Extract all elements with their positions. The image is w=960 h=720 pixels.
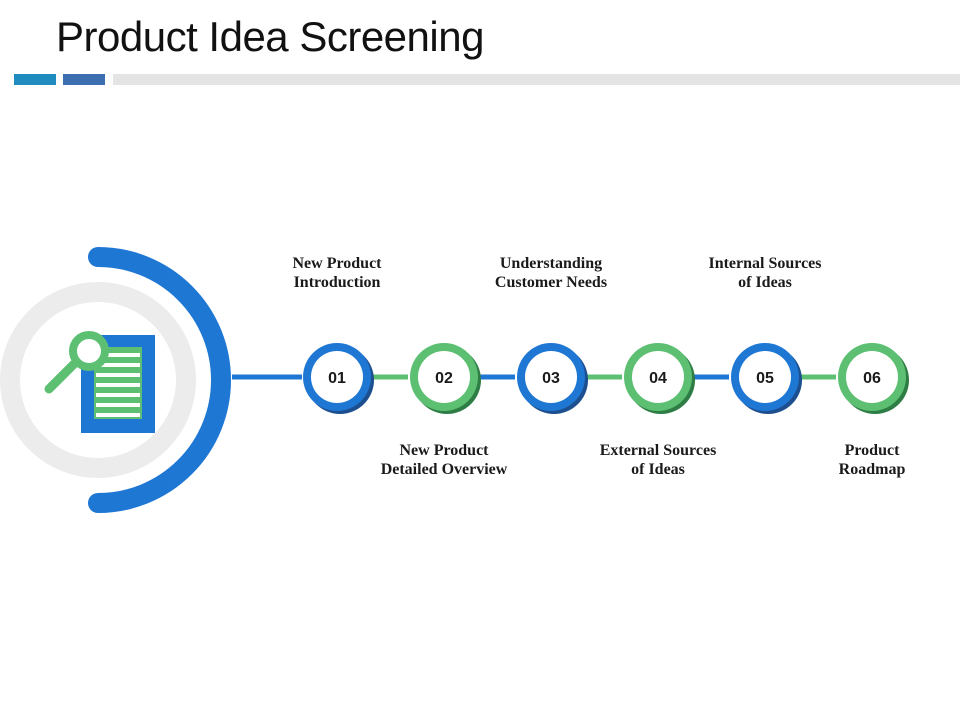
step-label-line: External Sources	[599, 442, 717, 459]
step-node-03: 03	[517, 343, 588, 414]
accent-bar-gray	[113, 74, 960, 85]
accent-bar-teal	[14, 74, 56, 85]
step-label-05: Internal Sources of Ideas	[680, 254, 850, 292]
step-node-05: 05	[731, 343, 802, 414]
step-node-02: 02	[410, 343, 481, 414]
step-node-01: 01	[303, 343, 374, 414]
step-label-line: Customer Needs	[494, 274, 608, 291]
step-number: 06	[863, 370, 881, 387]
step-label-line: Internal Sources	[708, 255, 822, 272]
step-number: 05	[756, 370, 774, 387]
step-label-line: of Ideas	[738, 274, 792, 291]
step-node-center	[418, 351, 470, 403]
step-label-line: Roadmap	[838, 461, 906, 478]
step-node-center	[632, 351, 684, 403]
magnifier-document-icon	[44, 331, 155, 433]
step-label-line: Detailed Overview	[380, 461, 508, 478]
step-node-06: 06	[838, 343, 909, 414]
step-label-line: Understanding	[499, 255, 603, 272]
step-label-line: Product	[844, 442, 900, 459]
step-node-04: 04	[624, 343, 695, 414]
step-node-center	[739, 351, 791, 403]
step-number: 02	[435, 370, 453, 387]
step-node-center	[525, 351, 577, 403]
step-node-center	[846, 351, 898, 403]
hub-gray-ring	[0, 282, 196, 478]
step-label-04: External Sources of Ideas	[573, 441, 743, 479]
step-label-line: New Product	[399, 442, 489, 459]
step-label-line: Introduction	[293, 274, 381, 291]
step-label-line: of Ideas	[631, 461, 685, 478]
hub-blue-arc	[88, 247, 231, 513]
step-number: 03	[542, 370, 560, 387]
step-number: 04	[649, 370, 667, 387]
step-label-line: New Product	[292, 255, 382, 272]
slide-title: Product Idea Screening	[56, 13, 484, 60]
accent-bar-blue	[63, 74, 105, 85]
step-node-center	[311, 351, 363, 403]
step-number: 01	[328, 370, 346, 387]
